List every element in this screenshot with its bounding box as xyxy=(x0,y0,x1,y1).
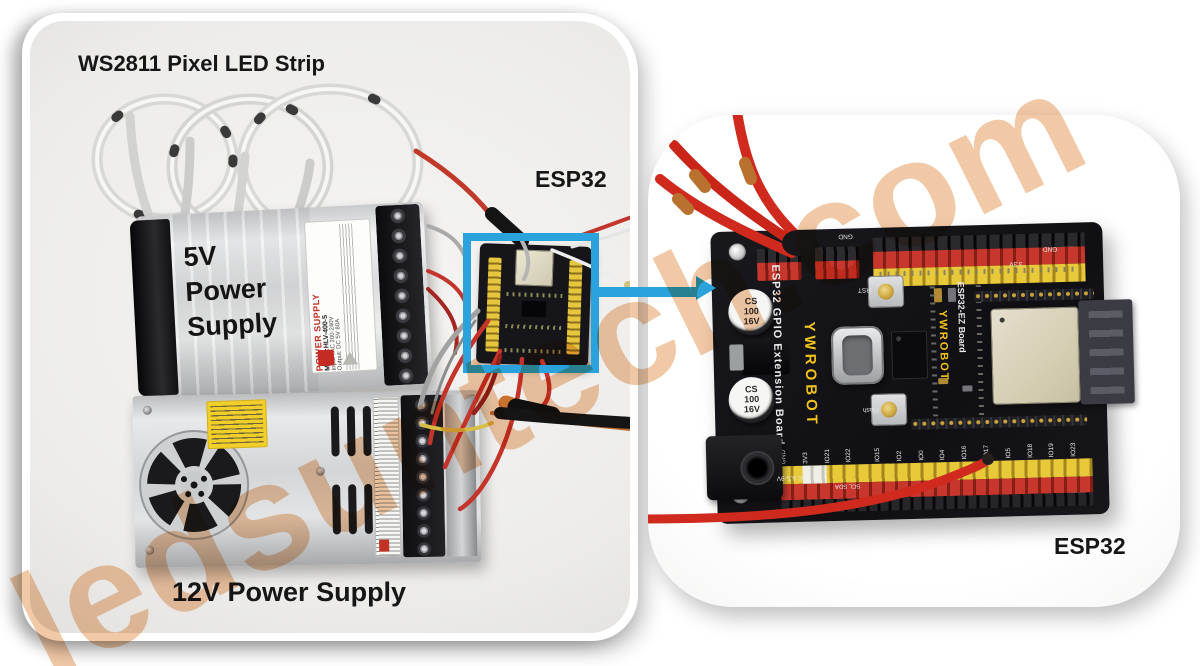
pin-row-module xyxy=(973,288,1095,303)
dc-jack xyxy=(705,434,784,501)
psu-12v-spec-label xyxy=(372,396,402,557)
zoom-arrow-head xyxy=(696,276,716,300)
psu-12v-fan-grille xyxy=(139,429,250,540)
board-model-silk: ESP32-EZ Board xyxy=(955,281,968,353)
esp32-label-right: ESP32 xyxy=(1054,533,1126,559)
usb-serial-chip xyxy=(890,330,929,380)
white-pins xyxy=(802,465,827,484)
via-column xyxy=(975,285,985,416)
silk-corner-gnd: GND xyxy=(1042,245,1058,253)
esp32-highlight-box xyxy=(463,233,599,373)
left-panel-photo: WS2811 Pixel LED Strip 5V Power Supply P… xyxy=(30,21,630,633)
silk-corner-s: S xyxy=(1017,276,1023,284)
mounting-hole xyxy=(728,243,746,261)
sticker-warning-icon xyxy=(341,351,359,366)
rst-button xyxy=(867,275,905,309)
vent-slots-bottom xyxy=(332,483,373,535)
psu-12v-warning-sticker xyxy=(206,399,268,450)
screw xyxy=(145,545,155,555)
zoom-arrow xyxy=(596,287,698,297)
psu-5v: 5V Power Supply POWER SUPPLY Model:HLV-4… xyxy=(129,201,433,401)
psu-5v-overlay-label: 5V Power Supply xyxy=(182,240,278,343)
header-block-b xyxy=(814,246,860,280)
sticker-logo xyxy=(317,349,335,367)
psu-5v-terminal-block xyxy=(375,203,429,386)
strip-title: WS2811 Pixel LED Strip xyxy=(78,51,325,76)
silk-gnd-top: GND xyxy=(838,232,853,240)
silk-rst: RST xyxy=(857,285,871,294)
psu-12v xyxy=(132,389,482,569)
left-panel-card: WS2811 Pixel LED Strip 5V Power Supply P… xyxy=(22,13,638,641)
pin-row-mid xyxy=(911,414,1088,430)
esp32-module xyxy=(990,306,1081,405)
brand-logo-2: YWROBOT xyxy=(936,309,951,382)
screw xyxy=(142,405,152,415)
psu-12v-terminal-block xyxy=(400,394,446,558)
psu-12v-edge xyxy=(444,394,478,557)
pin-header-top xyxy=(872,232,1086,287)
silk-flash: Flash xyxy=(862,405,879,414)
esp32-label-left: ESP32 xyxy=(535,166,607,192)
psu-12v-caption: 12V Power Supply xyxy=(172,577,407,607)
esp32-antenna xyxy=(1078,299,1135,405)
screw xyxy=(315,466,325,476)
brand-logo: YWROBOT xyxy=(800,321,821,429)
silk-corner-3v3: 3.3V xyxy=(1009,260,1023,268)
psu-5v-sticker: POWER SUPPLY Model:HLV-400-5 Input : AC … xyxy=(303,218,378,374)
vent-slots-top xyxy=(330,405,372,457)
silk-scl-sda: SCL SDA xyxy=(834,482,861,490)
usb-c-port xyxy=(830,325,885,386)
